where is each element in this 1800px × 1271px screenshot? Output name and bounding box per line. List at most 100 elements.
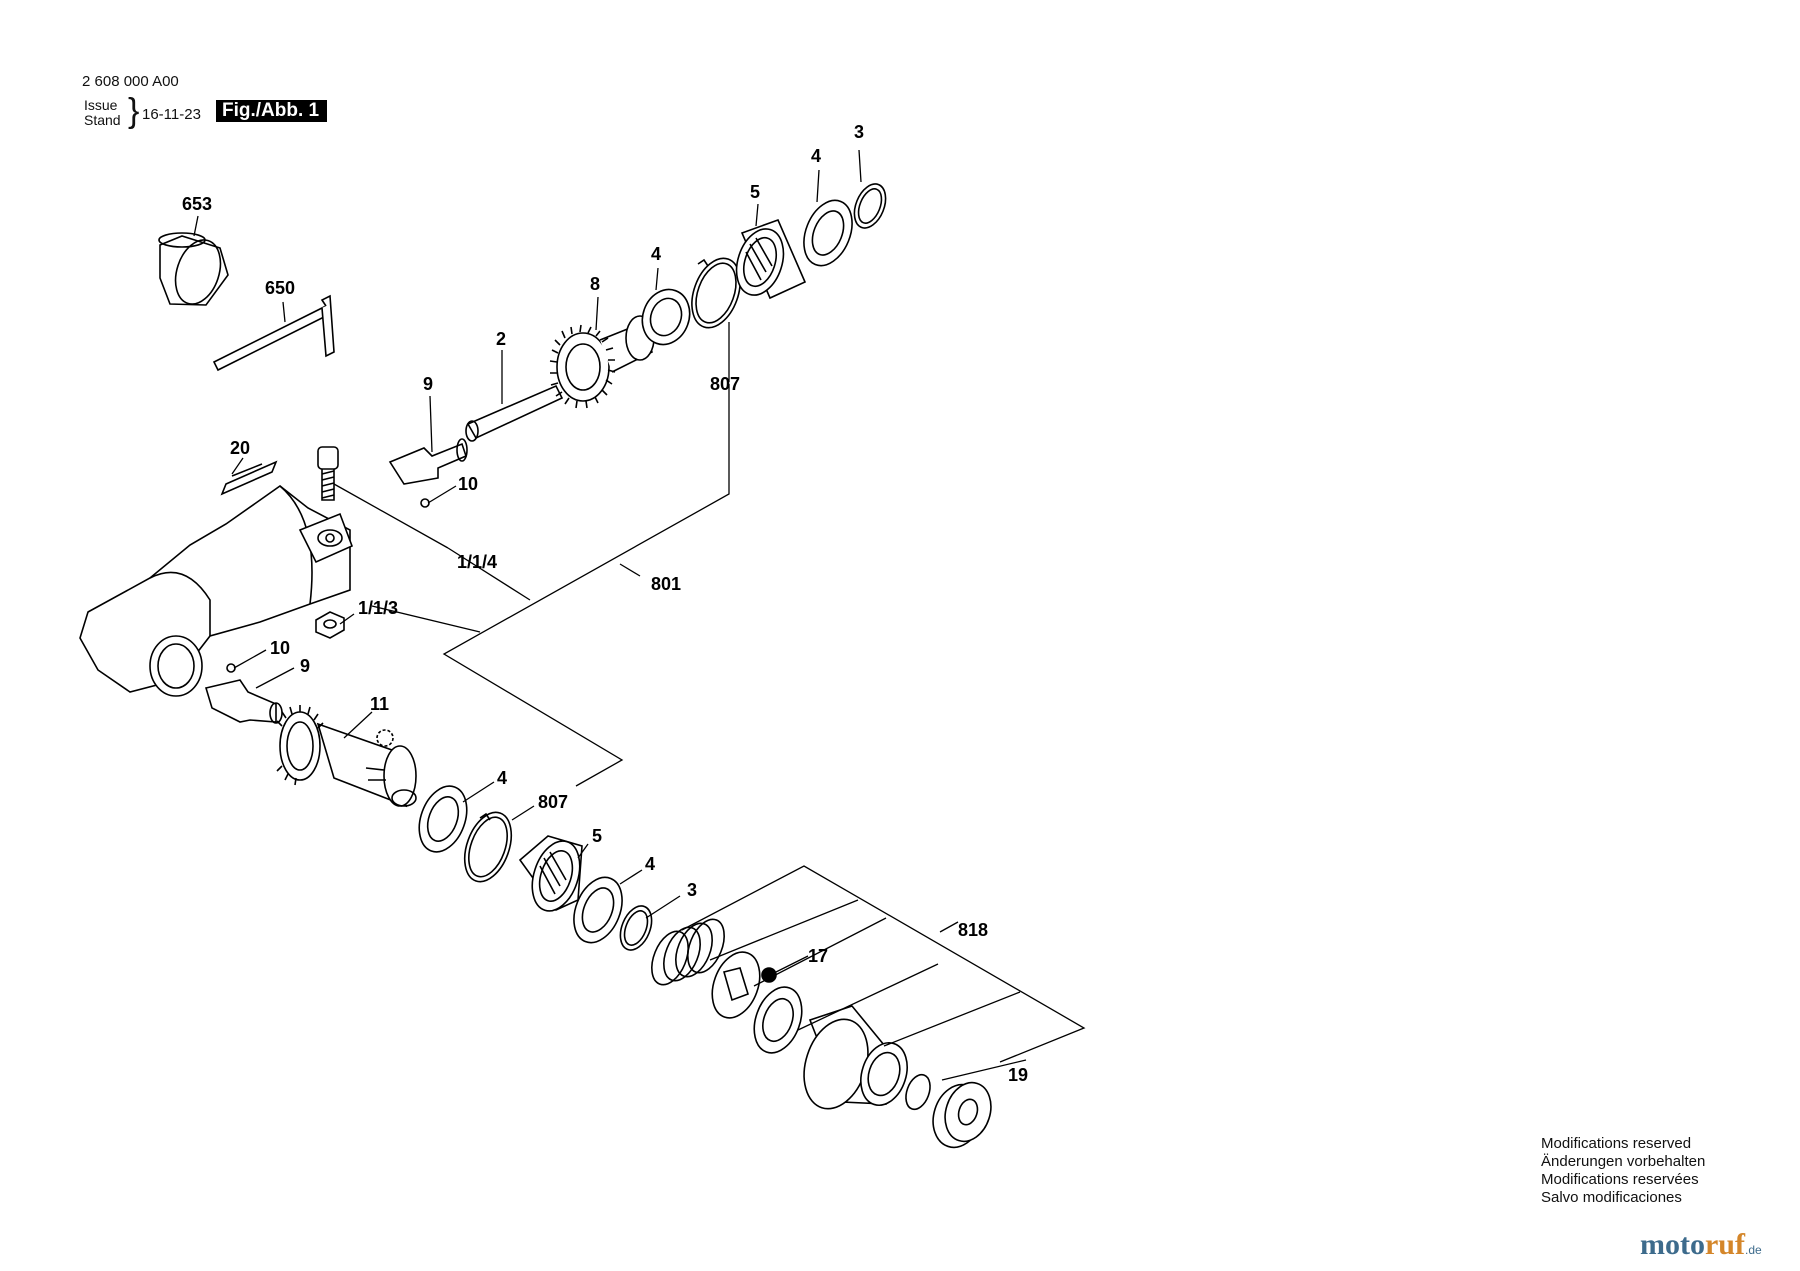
leader-801-tree <box>442 384 730 787</box>
leader-4-mid <box>655 267 659 291</box>
label-17: 17 <box>808 946 828 966</box>
part-114-screw <box>317 446 339 501</box>
label-801: 801 <box>651 574 681 594</box>
part-9-pin-bottom <box>204 679 283 724</box>
leader-4-low <box>462 781 495 803</box>
part-oring <box>905 1073 931 1111</box>
part-4-washer-low <box>418 785 468 853</box>
label-9-bot: 9 <box>300 656 310 676</box>
part-818-plate <box>711 951 761 1019</box>
part-4-washer-bottom <box>573 876 623 944</box>
issue-label: Issue <box>84 97 118 113</box>
part-2-shaft <box>465 384 564 442</box>
label-3-top: 3 <box>854 122 864 142</box>
part-20-label-line <box>231 463 263 477</box>
leader-113-branch <box>371 605 481 633</box>
label-818: 818 <box>958 920 988 940</box>
label-807-bot: 807 <box>538 792 568 812</box>
part-9-pin-top <box>388 438 468 485</box>
part-807-circlip-upper <box>691 257 741 329</box>
leader-807-bot <box>511 805 535 821</box>
part-8-bevel-gear <box>549 315 655 409</box>
leader-114 <box>333 483 449 549</box>
leader-4-bot <box>619 869 643 885</box>
label-4-bot: 4 <box>645 854 655 874</box>
leader-11 <box>343 711 373 739</box>
label-8: 8 <box>590 274 600 294</box>
leader-113 <box>339 613 355 625</box>
note-line-fr: Modifications reservées <box>1541 1171 1699 1188</box>
note-line-en: Modifications reserved <box>1541 1135 1692 1152</box>
part-113-nut <box>315 611 345 639</box>
leader-3-bot <box>645 895 681 919</box>
leader-10-bot <box>233 649 267 669</box>
main-housing <box>79 485 354 697</box>
label-4-top: 4 <box>811 146 821 166</box>
leader-114-branch <box>447 547 531 601</box>
leader-3-top <box>858 149 862 183</box>
stand-label: Stand <box>84 112 121 128</box>
modifications-note: Modifications reserved Änderungen vorbeh… <box>1541 1135 1705 1207</box>
leader-818-b3 <box>797 963 939 1031</box>
part-11-spindle <box>276 705 417 808</box>
leader-5-bot <box>577 843 589 859</box>
note-line-de: Änderungen vorbehalten <box>1541 1153 1706 1170</box>
leader-653 <box>193 215 199 237</box>
part-807-circlip-lower <box>463 811 513 883</box>
issue-stand-label: Issue Stand <box>84 98 121 128</box>
leader-650 <box>282 301 286 323</box>
label-650: 650 <box>265 278 295 298</box>
brand-logo: motoruf.de <box>1640 1228 1762 1262</box>
label-11: 11 <box>370 694 389 714</box>
part-10-ball-bottom <box>226 663 236 673</box>
leader-20 <box>231 457 244 475</box>
leader-17 <box>775 955 809 973</box>
label-2: 2 <box>496 329 506 349</box>
part-10-ball-top <box>420 498 430 508</box>
issue-date: 16-11-23 <box>142 106 201 123</box>
part-3-ring-bottom <box>619 905 653 951</box>
brand-part1: moto <box>1640 1228 1705 1261</box>
label-3-bot: 3 <box>687 880 697 900</box>
leader-10-top <box>427 485 457 504</box>
part-5-bearing-lower <box>518 835 583 912</box>
leader-9-top <box>429 395 433 453</box>
label-10-bot: 10 <box>270 638 290 658</box>
leader-801-tick <box>619 563 641 577</box>
leader-9-bot <box>255 667 295 689</box>
leader-5-top <box>755 203 759 227</box>
leader-818-tick <box>939 921 959 933</box>
label-5-top: 5 <box>750 182 760 202</box>
label-114: 1/1/4 <box>457 552 497 572</box>
brand-part2: ruf <box>1704 1228 1745 1261</box>
label-20: 20 <box>230 438 250 458</box>
part-19-nut <box>932 1081 992 1149</box>
part-818-spring <box>651 918 725 986</box>
leader-818-b2 <box>753 917 887 987</box>
part-number: 2 608 000 A00 <box>82 73 179 90</box>
leader-19 <box>941 1059 1027 1081</box>
part-3-ring-top <box>853 183 887 229</box>
brand-part3: .de <box>1744 1243 1762 1257</box>
leader-818-tree <box>681 865 1086 1063</box>
label-4-mid: 4 <box>651 244 661 264</box>
leader-818-b1 <box>709 899 859 961</box>
leader-8 <box>595 296 599 331</box>
label-807-top: 807 <box>710 374 740 394</box>
part-650-hex-key <box>212 294 335 372</box>
part-653-cap <box>158 232 229 306</box>
part-17-ball <box>761 967 777 983</box>
part-818-ring <box>753 986 803 1054</box>
note-line-es: Salvo modificaciones <box>1541 1189 1682 1206</box>
part-20-label-plate <box>220 460 278 496</box>
figure-label: Fig./Abb. 1 <box>216 100 328 122</box>
label-653: 653 <box>182 194 212 214</box>
part-818-sleeve <box>803 1005 908 1110</box>
part-5-bearing-upper <box>735 218 807 300</box>
leader-lines <box>193 149 1086 1081</box>
part-4-washer-top <box>803 199 853 267</box>
part-4-washer-upper <box>641 288 691 346</box>
label-5-bot: 5 <box>592 826 602 846</box>
label-113: 1/1/3 <box>358 598 398 618</box>
